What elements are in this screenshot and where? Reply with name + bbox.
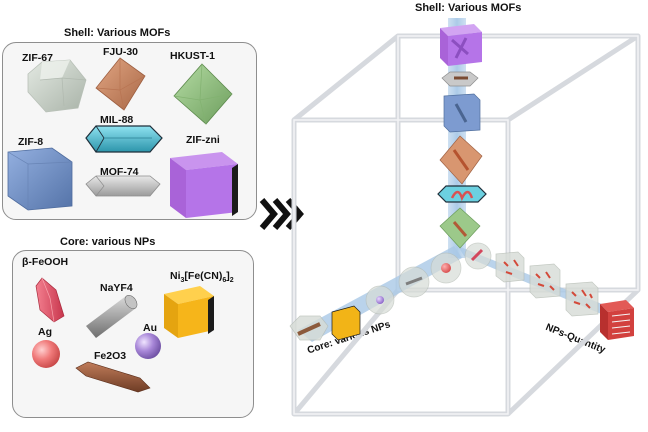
zif67-label: ZIF-67 (22, 52, 53, 64)
nayf4-rod-shape (86, 294, 138, 338)
fju30-label: FJU-30 (103, 46, 139, 58)
fe2o3-rod-shape (75, 361, 151, 393)
mil88-rod-shape (85, 125, 163, 153)
mil88-label: MIL-88 (100, 114, 134, 126)
mof74-label: MOF-74 (100, 166, 139, 178)
zif8-label: ZIF-8 (18, 136, 44, 148)
cube-diagram (289, 18, 641, 417)
au-label: Au (143, 322, 157, 334)
fju30-crystal-shape (95, 57, 146, 111)
feooh-spindle-shape (35, 277, 65, 323)
shell-panel-title: Shell: Various MOFs (64, 27, 171, 39)
mof74-prism-shape (85, 175, 161, 197)
hkust1-label: HKUST-1 (170, 50, 215, 62)
cube-top-label: Shell: Various MOFs (415, 2, 522, 14)
ag-sphere-shape (32, 340, 60, 368)
fe2o3-label: Fe2O3 (94, 350, 127, 362)
shell-shapes (7, 57, 238, 218)
core-axis-cells (289, 242, 492, 341)
ag-label: Ag (38, 326, 52, 338)
nayf4-label: NaYF4 (100, 282, 133, 294)
quantity-axis-cells (495, 251, 634, 340)
au-sphere-shape (135, 333, 161, 359)
pba-cube-shape (164, 286, 214, 338)
feooh-label: β-FeOOH (22, 256, 69, 268)
zifzni-cube-shape (170, 152, 238, 218)
zifzni-label: ZIF-zni (186, 134, 220, 146)
vertical-mof-stack (437, 24, 487, 249)
hkust1-crystal-shape (173, 63, 233, 125)
prussian-blue-analog-label: Ni3[Fe(CN)6]2 (170, 270, 234, 285)
zif8-cube-shape (7, 147, 73, 211)
zif67-crystal-shape (27, 59, 87, 113)
core-panel-title: Core: various NPs (60, 236, 156, 248)
core-shapes (32, 277, 214, 393)
